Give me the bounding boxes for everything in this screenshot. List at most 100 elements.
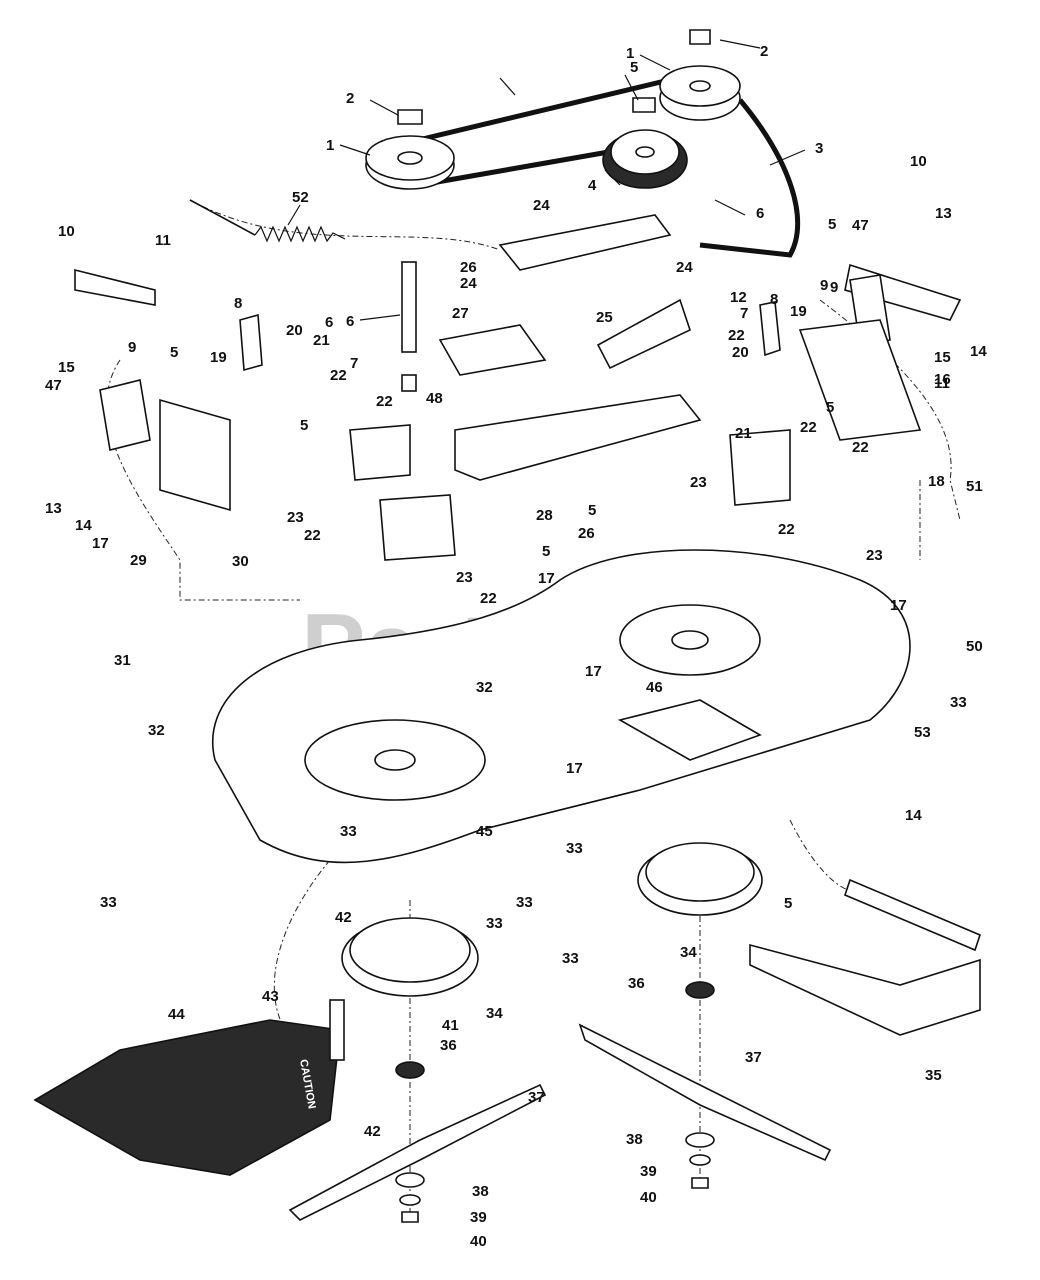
callout-22: 22	[304, 527, 321, 544]
callout-13: 13	[45, 500, 62, 517]
callout-7: 7	[350, 355, 358, 372]
callout-22: 22	[728, 327, 745, 344]
callout-5: 5	[300, 417, 308, 434]
callout-45: 45	[476, 823, 493, 840]
callout-5: 5	[170, 344, 178, 361]
callout-17: 17	[566, 760, 583, 777]
callout-11: 11	[155, 232, 171, 249]
callout-52: 52	[292, 189, 309, 206]
callout-8: 8	[234, 295, 242, 312]
callout-29: 29	[130, 552, 147, 569]
callout-28: 28	[536, 507, 553, 524]
pulley-left	[365, 109, 455, 190]
callout-5: 5	[542, 543, 550, 560]
right-hanger-assembly	[759, 263, 962, 441]
callout-4: 4	[588, 177, 597, 194]
callout-5: 5	[630, 59, 638, 76]
callout-5: 5	[588, 502, 596, 519]
spring	[189, 199, 346, 243]
callout-2: 2	[760, 43, 768, 60]
callout-34: 34	[486, 1005, 503, 1022]
pulley-right	[659, 29, 741, 121]
callout-26: 26	[460, 259, 477, 276]
left-hanger-assembly	[74, 268, 263, 512]
callout-39: 39	[470, 1209, 487, 1226]
callout-leaders	[287, 39, 806, 321]
deck-mount-bracket	[454, 394, 702, 481]
callout-21: 21	[313, 332, 330, 349]
callout-24: 24	[533, 197, 550, 214]
callout-22: 22	[480, 590, 497, 607]
callout-6: 6	[346, 313, 354, 330]
callout-33: 33	[566, 840, 583, 857]
deck-bracket	[617, 699, 762, 761]
callout-42: 42	[335, 909, 352, 926]
callout-24: 24	[676, 259, 693, 276]
callout-22: 22	[852, 439, 869, 456]
callout-40: 40	[470, 1233, 487, 1250]
callout-34: 34	[680, 944, 697, 961]
callout-14: 14	[970, 343, 987, 360]
callout-47: 47	[45, 377, 62, 394]
callout-1: 1	[326, 137, 334, 154]
callout-33: 33	[516, 894, 533, 911]
callout-8: 8	[770, 291, 778, 308]
callout-15: 15	[934, 349, 951, 366]
callout-17: 17	[538, 570, 555, 587]
callout-46: 46	[646, 679, 663, 696]
callout-13: 13	[935, 205, 952, 222]
callout-37: 37	[528, 1089, 545, 1106]
blade-hub-left	[341, 917, 479, 997]
callout-36: 36	[440, 1037, 457, 1054]
idler-bracket	[438, 214, 691, 376]
callout-14: 14	[905, 807, 922, 824]
callout-42: 42	[364, 1123, 381, 1140]
callout-15: 15	[58, 359, 75, 376]
callout-22: 22	[330, 367, 347, 384]
callout-12: 12	[730, 289, 747, 306]
callout-27: 27	[452, 305, 469, 322]
callout-22: 22	[800, 419, 817, 436]
callout-23: 23	[690, 474, 707, 491]
callout-1: 1	[626, 45, 634, 62]
idler-pulley	[602, 97, 688, 189]
blade-left	[288, 1083, 547, 1221]
stabilizer-bracket	[749, 943, 981, 1036]
callout-20: 20	[286, 322, 303, 339]
callout-47: 47	[852, 217, 869, 234]
callout-31: 31	[114, 652, 131, 669]
callout-37: 37	[745, 1049, 762, 1066]
callout-43: 43	[262, 988, 279, 1005]
callout-3: 3	[815, 140, 823, 157]
callout-35: 35	[925, 1067, 942, 1084]
callout-32: 32	[148, 722, 165, 739]
callout-33: 33	[562, 950, 579, 967]
callout-33: 33	[340, 823, 357, 840]
callout-38: 38	[626, 1131, 643, 1148]
callout-48: 48	[426, 390, 443, 407]
callout-17: 17	[585, 663, 602, 680]
callout-26: 26	[578, 525, 595, 542]
callout-labels: 1 1 2 2 3 4 5 6 6 7 7 8 8 9 9 10 10 11 1…	[45, 43, 987, 1250]
callout-14: 14	[75, 517, 92, 534]
callout-44: 44	[168, 1006, 185, 1023]
callout-33: 33	[486, 915, 503, 932]
callout-18: 18	[928, 473, 945, 490]
callout-41: 41	[442, 1017, 459, 1034]
callout-36: 36	[628, 975, 645, 992]
callout-19: 19	[790, 303, 807, 320]
stabilizer-link	[844, 878, 981, 952]
callout-39: 39	[640, 1163, 657, 1180]
callout-21: 21	[735, 425, 752, 442]
callout-38: 38	[472, 1183, 489, 1200]
callout-53: 53	[914, 724, 931, 741]
callout-10: 10	[910, 153, 927, 170]
callout-40: 40	[640, 1189, 657, 1206]
mower-belt	[409, 72, 801, 258]
callout-6: 6	[756, 205, 764, 222]
callout-5: 5	[784, 895, 792, 912]
callout-19: 19	[210, 349, 227, 366]
callout-16: 16	[934, 371, 951, 388]
callout-17: 17	[890, 597, 907, 614]
